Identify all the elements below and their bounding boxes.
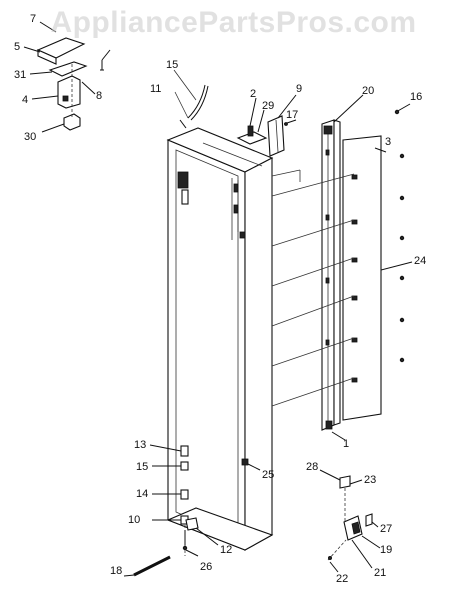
callout-28: 28	[306, 461, 318, 473]
door-liner-panel	[342, 103, 411, 421]
callout-20: 20	[362, 85, 374, 97]
wire-harness	[173, 69, 209, 121]
callout-19: 19	[380, 544, 392, 556]
leader-lines	[23, 21, 413, 577]
callout-16: 16	[410, 91, 422, 103]
bottom-hinge-cluster	[133, 445, 199, 577]
callout-10: 10	[128, 514, 140, 526]
callout-5: 5	[14, 41, 20, 53]
callout-1: 1	[343, 438, 349, 450]
callout-27: 27	[380, 523, 392, 535]
callout-3: 3	[385, 136, 391, 148]
callout-9: 9	[296, 83, 302, 95]
callout-11: 11	[150, 83, 161, 95]
callout-30: 30	[24, 131, 36, 143]
callout-31: 31	[14, 69, 26, 81]
callout-24: 24	[414, 255, 426, 267]
callout-23: 23	[364, 474, 376, 486]
lower-right-hinge-cluster	[241, 458, 373, 561]
door-assembly	[166, 119, 274, 551]
hinge-channel	[321, 119, 341, 431]
callout-8: 8	[96, 90, 102, 102]
callout-29: 29	[262, 100, 274, 112]
exploded-guide-lines	[271, 169, 355, 407]
callout-26: 26	[200, 561, 212, 573]
callout-25: 25	[262, 469, 274, 481]
callout-7: 7	[30, 13, 36, 25]
callout-12: 12	[220, 544, 232, 556]
top-bracket-cluster	[236, 115, 297, 157]
callout-15-bottom: 15	[136, 461, 148, 473]
callout-14: 14	[136, 488, 148, 500]
callout-4: 4	[22, 94, 28, 106]
callout-18: 18	[110, 565, 122, 577]
top-hinge-cluster	[36, 37, 111, 131]
callout-2: 2	[250, 88, 256, 100]
callout-13: 13	[134, 439, 146, 451]
callout-22: 22	[336, 573, 348, 585]
callout-15-top: 15	[166, 59, 178, 71]
callout-labels: 7 5 31 8 4 30 15 11 2 29 9 17 20 16 3 24…	[14, 13, 426, 585]
callout-17: 17	[286, 109, 298, 121]
callout-21: 21	[374, 567, 386, 579]
